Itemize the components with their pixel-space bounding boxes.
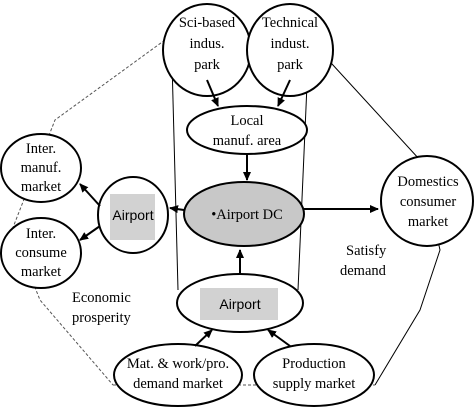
local-manuf-line-1: Local [230, 113, 263, 129]
node-sci-park: Sci-based indus. park [162, 3, 252, 97]
economic-label-line-2: prosperity [72, 310, 132, 326]
airport-left-label: Airport [112, 207, 153, 223]
tech-park-line-1: Technical [262, 15, 318, 31]
production-line-2: supply market [273, 376, 356, 392]
arrow-airport-to-inter-consume [79, 225, 101, 241]
airport-bottom-box [200, 288, 278, 320]
arrow-dc-to-airport-left [169, 205, 185, 214]
funnel-line-left [171, 61, 179, 291]
arrow-mat-to-airport [194, 329, 213, 347]
satisfy-label-line-1: Satisfy [346, 243, 387, 259]
node-production: Production supply market [253, 343, 375, 407]
sci-park-line-2: indus. [189, 36, 224, 52]
node-airport-dc: •Airport DC [183, 181, 305, 247]
arrow-production-to-airport [267, 329, 291, 347]
arrow-tech-to-local [277, 79, 291, 107]
inter-manuf-line-3: market [21, 179, 61, 195]
production-line-1: Production [282, 356, 346, 372]
domestics-line-3: market [408, 214, 448, 230]
domestics-line-1: Domestics [397, 174, 459, 190]
arrow-sci-to-local [206, 79, 219, 107]
airport-dc-label: •Airport DC [211, 207, 283, 223]
inter-consume-line-2: consume [15, 245, 67, 261]
mat-market-line-1: Mat. & work/pro. [127, 356, 229, 372]
node-local-manuf: Local manuf. area [186, 105, 308, 155]
tech-park-line-3: park [277, 57, 304, 73]
inter-consume-line-1: Inter. [26, 226, 56, 242]
sci-park-line-3: park [194, 57, 221, 73]
arrow-airport-to-inter-manuf [79, 183, 101, 207]
dashed-outline-left [11, 39, 166, 386]
sci-park-line-1: Sci-based [179, 15, 236, 31]
inter-consume-line-3: market [21, 264, 61, 280]
airport-bottom-label: Airport [219, 296, 260, 312]
node-inter-consume: Inter. consume market [0, 217, 82, 289]
economic-label-line-1: Economic [72, 290, 131, 306]
domestics-line-2: consumer [400, 194, 457, 210]
dashed-outline-right [309, 39, 441, 386]
node-inter-manuf: Inter. manuf. market [0, 133, 82, 203]
inter-manuf-line-2: manuf. [21, 160, 62, 176]
node-airport-left: Airport [97, 176, 169, 254]
local-manuf-line-2: manuf. area [213, 133, 282, 149]
satisfy-label-line-2: demand [340, 263, 387, 279]
node-airport-bottom: Airport [176, 273, 304, 333]
node-domestics: Domestics consumer market [380, 155, 474, 247]
funnel-line-right [297, 61, 309, 291]
airport-left-box [110, 194, 155, 240]
node-tech-park: Technical indust. park [246, 3, 334, 97]
inter-manuf-line-1: Inter. [26, 141, 56, 157]
tech-park-line-2: indust. [270, 36, 309, 52]
node-mat-market: Mat. & work/pro. demand market [113, 343, 243, 407]
mat-market-line-2: demand market [133, 376, 223, 392]
